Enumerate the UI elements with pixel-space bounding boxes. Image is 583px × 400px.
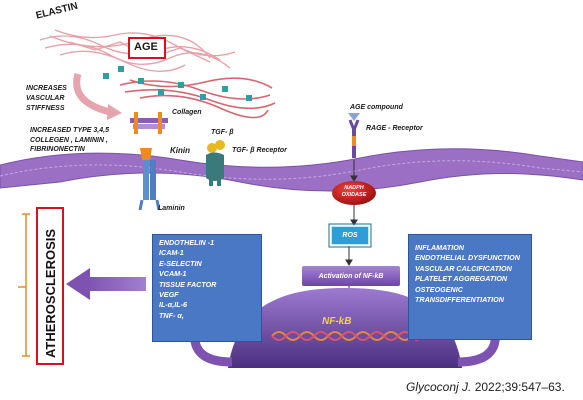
activation-label: Activation of NF-kB [318, 273, 384, 280]
age-box [128, 37, 166, 59]
citation: Glycoconj J. 2022;39:547–63. [406, 380, 565, 394]
nfkb-label: NF-kB [322, 316, 352, 327]
list-item: VCAM-1 [159, 269, 187, 279]
list-item: TISSUE FACTOR [159, 279, 217, 289]
tgf-beta-label: TGF- β [211, 129, 234, 136]
atherosclerosis-label: ATHEROSCLEROSIS [43, 228, 58, 358]
stiffness-curve-arrow [73, 73, 111, 116]
right-effects-box: INFLAMATION ENDOTHELIAL DYSFUNCTION VASC… [408, 234, 532, 340]
collagen-shape [130, 112, 168, 134]
citation-details: 2022;39:547–63. [471, 380, 565, 394]
list-item: VASCULAR CALCIFICATION [415, 263, 512, 273]
citation-journal: Glycoconj J. [406, 380, 472, 394]
increases-stiffness-label: INCREASES VASCULAR STIFFNESS [26, 85, 67, 112]
ros-box [330, 225, 370, 246]
age-compound-label: AGE compound [350, 104, 403, 111]
nucleus-dome [228, 288, 462, 368]
age-label: AGE [134, 41, 158, 53]
list-item: ICAM-1 [159, 248, 184, 258]
atherosclerosis-box [36, 207, 64, 365]
left-mediators-box: ENDOTHELIN -1 ICAM-1 E-SELECTIN VCAM-1 T… [152, 234, 262, 342]
list-item: ENDOTHELIAL DYSFUNCTION [415, 253, 520, 263]
rage-receptor-label: RAGE - Receptor [366, 125, 423, 132]
dna-helix [271, 331, 420, 341]
list-item: INFLAMATION [415, 243, 464, 252]
activation-box [302, 266, 400, 286]
list-item: TNF- α, [159, 310, 184, 320]
to-atherosclerosis-arrow [66, 268, 146, 300]
nadph-oxidase-label: NADPH OXIDASE [341, 185, 367, 198]
kinin-label: Kinin [170, 146, 190, 155]
list-item: ENDOTHELIN -1 [159, 238, 215, 247]
list-item: IL-α,IL-6 [159, 300, 188, 310]
increased-type-label: INCREASED TYPE 3,4,5 COLLEGEN , LAMININ … [30, 127, 109, 153]
tgf-receptor-label: TGF- β Receptor [232, 147, 287, 154]
age-crosslink-markers [103, 66, 252, 101]
list-item: E-SELECTIN [159, 258, 202, 268]
tgf-beta-receptor [206, 140, 225, 186]
kinin-receptor [138, 148, 161, 211]
collagen-label: Collagen [172, 109, 202, 116]
list-item: VEGF [159, 290, 179, 300]
cell-membrane [0, 148, 583, 192]
laminin-label: Laminin [158, 205, 185, 212]
orange-bracket [22, 213, 30, 357]
list-item: PLATELET AGGREGATION [415, 274, 508, 284]
stiffness-arrow-head [107, 104, 122, 120]
rage-receptor [348, 113, 360, 158]
nadph-oxidase-shape [332, 181, 376, 205]
ros-label: ROS [342, 232, 358, 239]
list-item: OSTEOGENIC [415, 284, 463, 294]
list-item: TRANSDIFFERENTIATION [415, 295, 504, 305]
